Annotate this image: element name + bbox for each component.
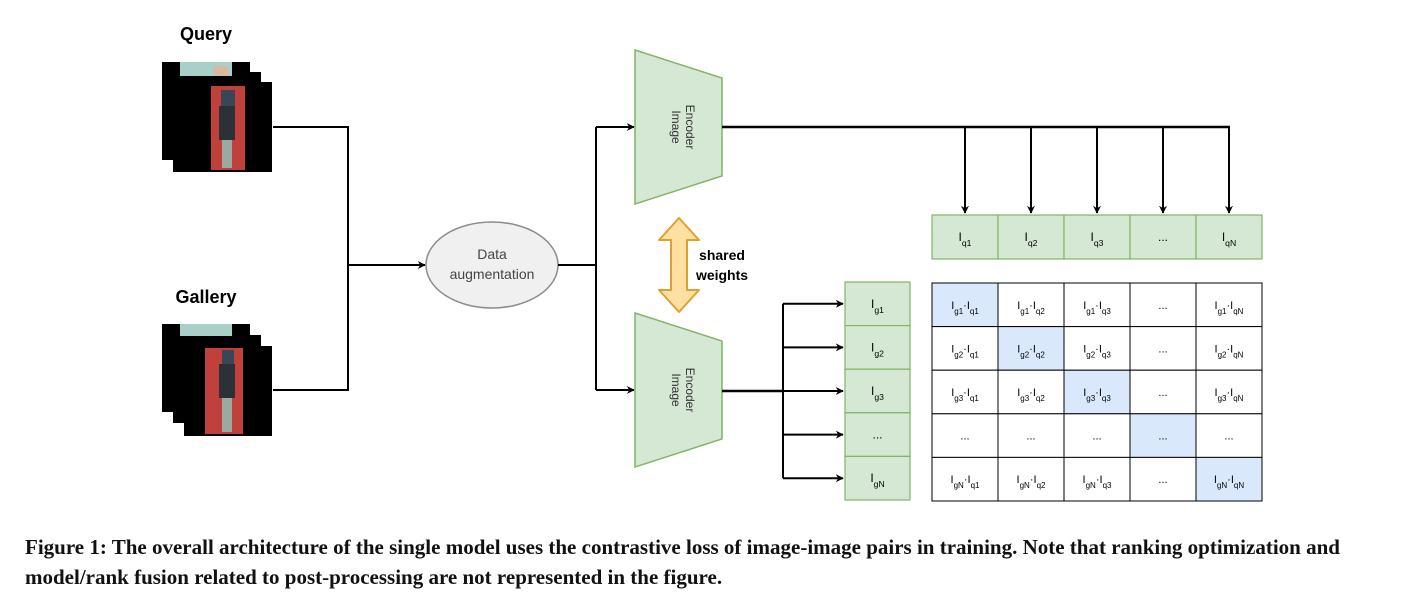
similarity-cell [931,413,999,458]
similarity-cell-label: IgN·IqN [1214,474,1244,490]
similarity-cell-label: Ig2·Iq1 [951,343,979,359]
gallery-feature-cell [844,281,911,327]
similarity-cell [1063,456,1131,502]
similarity-cell [1195,413,1263,458]
similarity-cell-label: ... [1158,474,1167,486]
image-encoder-query: Image Encoder [634,48,723,206]
gallery-feature-arrows [782,299,844,483]
similarity-cell-label: ... [1092,431,1101,443]
query-label: Query [180,24,232,44]
figure-caption: Figure 1: The overall architecture of th… [25,535,1340,589]
similarity-cell [1195,326,1263,371]
similarity-cell-label: Ig2·Iq3 [1083,343,1111,359]
gallery-feature-cell [844,412,911,457]
similarity-cell-label: ... [1158,300,1167,312]
encoder-connectors [558,123,635,394]
similarity-cell-label: Ig3·Iq3 [1083,387,1111,403]
query-feature-cell [931,214,999,260]
query-image-stack [162,62,272,172]
encoder-label-line1: Image [669,373,683,407]
similarity-cell [997,369,1065,415]
similarity-cell-label: IgN·Iq1 [951,474,980,490]
gallery-image-stack [162,324,272,436]
similarity-cell-label: ... [1224,431,1233,443]
gallery-feature-label: ... [872,428,882,442]
data-augmentation-line2: augmentation [450,266,535,282]
similarity-cell-label: Ig3·Iq2 [1017,387,1045,403]
gallery-feature-cell [844,325,911,370]
similarity-cell-label: ... [1158,431,1167,443]
similarity-cell [997,456,1065,502]
query-feature-cell [1195,214,1263,260]
gallery-label: Gallery [175,287,236,307]
similarity-cell-label: ... [1158,387,1167,399]
query-feature-cell [997,214,1065,260]
similarity-cell-label: Ig3·IqN [1215,387,1244,403]
gallery-feature-cell [844,368,911,414]
similarity-cell-label: IgN·Iq3 [1083,474,1112,490]
similarity-cell-label: Ig2·Iq2 [1017,343,1045,359]
shared-weights-arrow: shared weights [658,217,748,313]
similarity-cell-label: IgN·Iq2 [1017,474,1046,490]
query-feature-arrows [961,127,1233,214]
similarity-cell-label: Ig1·IqN [1215,300,1244,316]
similarity-cell [931,456,999,502]
similarity-cell [1129,326,1197,371]
similarity-cell [1063,413,1131,458]
similarity-cell [1195,369,1263,415]
similarity-cell-label: ... [960,431,969,443]
data-augmentation-line1: Data [477,246,507,262]
gallery-feature-cell [844,455,911,501]
similarity-cell [1129,282,1197,328]
shared-weights-line1: shared [699,247,745,263]
data-augmentation-node: Data augmentation [425,221,559,309]
image-encoder-gallery: Image Encoder [634,311,723,469]
similarity-cell [997,282,1065,328]
query-feature-cell [1063,214,1131,260]
similarity-cell-label: Ig1·Iq2 [1017,300,1045,316]
similarity-cell-label: Ig1·Iq3 [1083,300,1111,316]
similarity-cell [931,369,999,415]
encoder-label-line1: Image [669,110,683,144]
similarity-cell [1195,282,1263,328]
input-connectors [273,126,426,391]
shared-weights-line2: weights [695,267,748,283]
encoder-label-line2: Encoder [683,105,697,150]
similarity-cell-label: Ig2·IqN [1215,343,1244,359]
encoder-label-line2: Encoder [683,368,697,413]
similarity-cell-label: ... [1158,343,1167,355]
similarity-cell-label: Ig3·Iq1 [951,387,979,403]
query-feature-label: ... [1158,230,1168,244]
similarity-cell-label: Ig1·Iq1 [951,300,979,316]
similarity-cell [1195,456,1263,502]
similarity-cell-label: ... [1026,431,1035,443]
